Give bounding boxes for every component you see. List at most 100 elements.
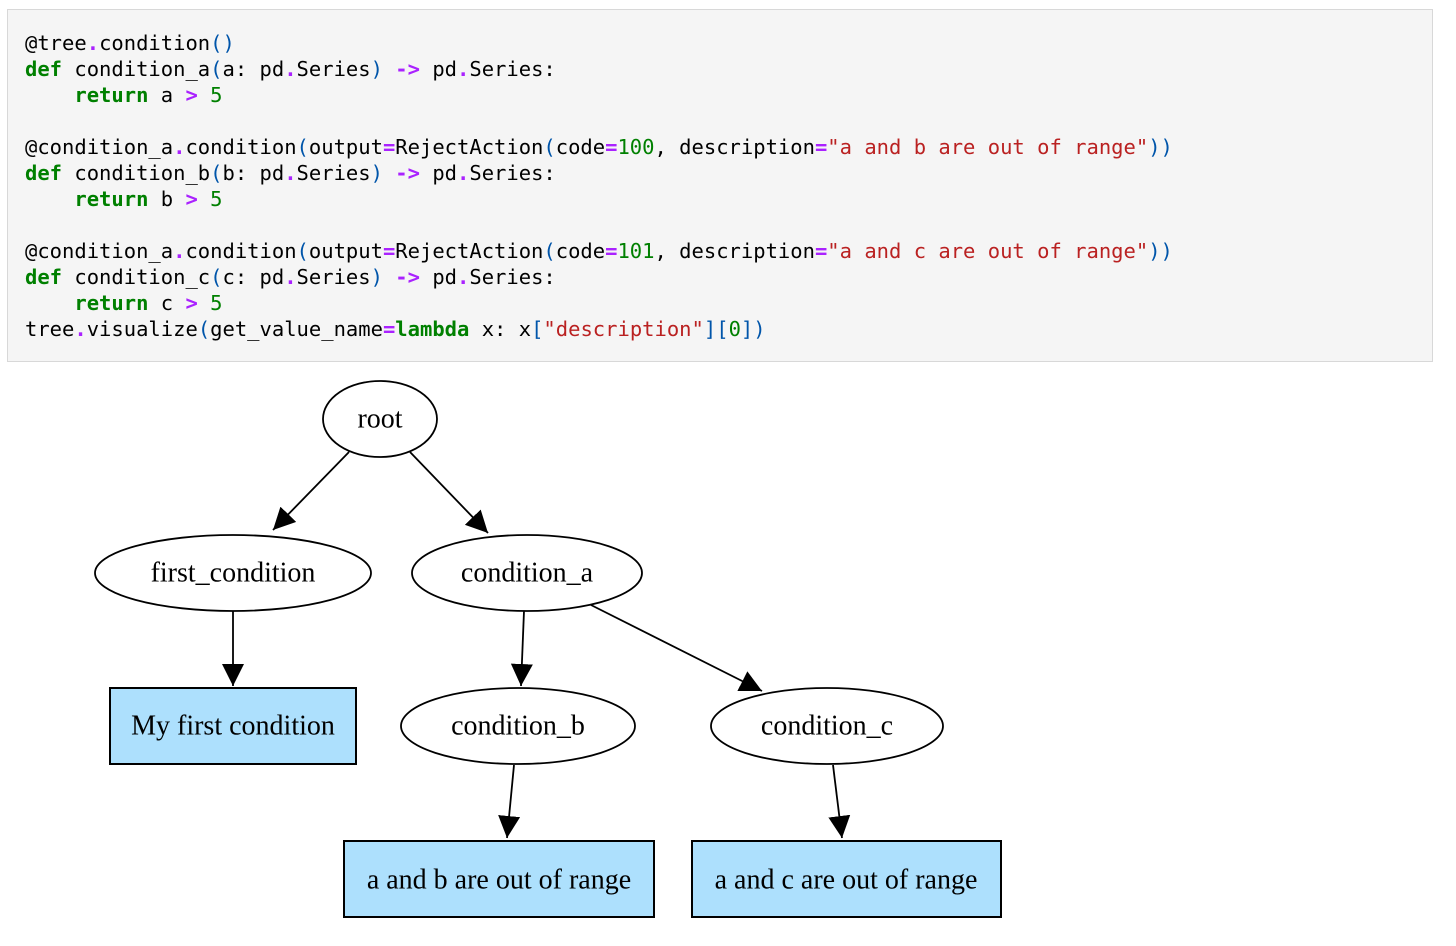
code-token: return <box>74 187 149 211</box>
code-token: ( <box>210 265 223 289</box>
code-line: return a > 5 <box>25 82 1173 108</box>
code-line <box>25 212 1173 238</box>
node-condition-a-label: condition_a <box>461 558 594 589</box>
code-token <box>25 83 74 107</box>
node-condition-b: condition_b <box>400 687 636 765</box>
code-token: visualize <box>86 317 198 341</box>
code-token: -> <box>395 57 420 81</box>
code-token: 5 <box>210 291 223 315</box>
code-token: Series <box>296 161 371 185</box>
code-line: tree.visualize(get_value_name=lambda x: … <box>25 316 1173 342</box>
code-token: = <box>814 239 828 263</box>
code-token: Series: <box>469 265 556 289</box>
code-token: return <box>74 83 149 107</box>
code-token: @tree <box>25 31 87 55</box>
code-token: . <box>457 57 470 81</box>
code-line: def condition_b(b: pd.Series) -> pd.Seri… <box>25 160 1173 186</box>
leaf-reject-ac: a and c are out of range <box>691 840 1002 918</box>
code-cell[interactable]: @tree.condition()def condition_a(a: pd.S… <box>7 9 1433 362</box>
code-token: 100 <box>617 135 655 159</box>
leaf-my-first-condition: My first condition <box>109 687 357 765</box>
code-token <box>198 291 210 315</box>
code-token: @condition_a <box>25 239 174 263</box>
code-token: = <box>814 135 828 159</box>
code-line: return b > 5 <box>25 186 1173 212</box>
code-token <box>383 161 395 185</box>
code-token: ) <box>370 161 383 185</box>
code-token: def <box>25 57 63 81</box>
edge-condition-c-leaf <box>828 764 851 839</box>
leaf-reject-ab: a and b are out of range <box>343 840 655 918</box>
code-token: ]) <box>740 317 766 341</box>
code-token: . <box>284 161 297 185</box>
code-token: ( <box>543 135 556 159</box>
code-token: , description <box>654 239 815 263</box>
code-token: , description <box>654 135 815 159</box>
code-token: b: pd <box>222 161 285 185</box>
code-token: get_value_name <box>210 317 383 341</box>
code-token: condition <box>185 239 297 263</box>
code-line: @tree.condition() <box>25 30 1173 56</box>
code-token: > <box>185 187 198 211</box>
code-token: output <box>308 135 383 159</box>
code-token: ( <box>210 57 223 81</box>
code-token: ( <box>197 317 211 341</box>
code-token: . <box>173 239 186 263</box>
code-token: code <box>555 135 606 159</box>
code-token: RejectAction <box>395 135 544 159</box>
code-line: def condition_c(c: pd.Series) -> pd.Seri… <box>25 264 1173 290</box>
code-token <box>383 57 395 81</box>
code-token: -> <box>395 161 420 185</box>
code-token: . <box>457 161 470 185</box>
code-token: "a and b are out of range" <box>827 135 1149 159</box>
code-token: a: pd <box>222 57 285 81</box>
node-condition-b-label: condition_b <box>451 711 585 742</box>
code-token: lambda <box>395 317 470 341</box>
code-token: . <box>457 265 470 289</box>
code-token <box>25 187 74 211</box>
code-token: tree <box>25 317 75 341</box>
code-token: [ <box>531 317 544 341</box>
node-condition-a: condition_a <box>411 534 643 612</box>
code-token: def <box>25 161 63 185</box>
code-token: condition <box>99 31 211 55</box>
tree-diagram: root first_condition condition_a conditi… <box>94 380 1002 918</box>
code-token: condition_b <box>62 161 211 185</box>
code-block: @tree.condition()def condition_a(a: pd.S… <box>25 30 1173 342</box>
code-token: . <box>74 317 87 341</box>
code-token: ][ <box>703 317 729 341</box>
code-token: () <box>210 31 235 55</box>
code-token: = <box>382 135 396 159</box>
edge-root-first-condition <box>272 451 350 531</box>
code-token: Series <box>296 57 371 81</box>
node-condition-c-label: condition_c <box>761 711 893 742</box>
code-token: 0 <box>728 317 741 341</box>
leaf-reject-ab-label: a and b are out of range <box>367 865 631 896</box>
node-first-condition-label: first_condition <box>151 558 316 589</box>
leaf-reject-ac-label: a and c are out of range <box>715 865 978 896</box>
code-line: return c > 5 <box>25 290 1173 316</box>
node-root: root <box>322 380 438 458</box>
code-token: ( <box>543 239 556 263</box>
edge-condition-a-condition-b <box>510 610 533 687</box>
code-token: c <box>148 291 186 315</box>
code-token: "description" <box>543 317 704 341</box>
code-token: pd <box>419 57 458 81</box>
code-token: x: x <box>469 317 532 341</box>
edge-root-condition-a <box>409 451 489 534</box>
code-token: RejectAction <box>395 239 544 263</box>
code-token: ( <box>210 161 223 185</box>
code-token: pd <box>419 265 458 289</box>
code-token: )) <box>1148 239 1173 263</box>
code-token: b <box>148 187 186 211</box>
code-token <box>383 265 395 289</box>
code-token: return <box>74 291 149 315</box>
code-token: > <box>185 291 198 315</box>
code-line: @condition_a.condition(output=RejectActi… <box>25 238 1173 264</box>
code-token: . <box>284 265 297 289</box>
code-line <box>25 108 1173 134</box>
code-token: Series: <box>469 57 556 81</box>
code-token: = <box>382 239 396 263</box>
code-line: def condition_a(a: pd.Series) -> pd.Seri… <box>25 56 1173 82</box>
code-token: = <box>605 135 618 159</box>
